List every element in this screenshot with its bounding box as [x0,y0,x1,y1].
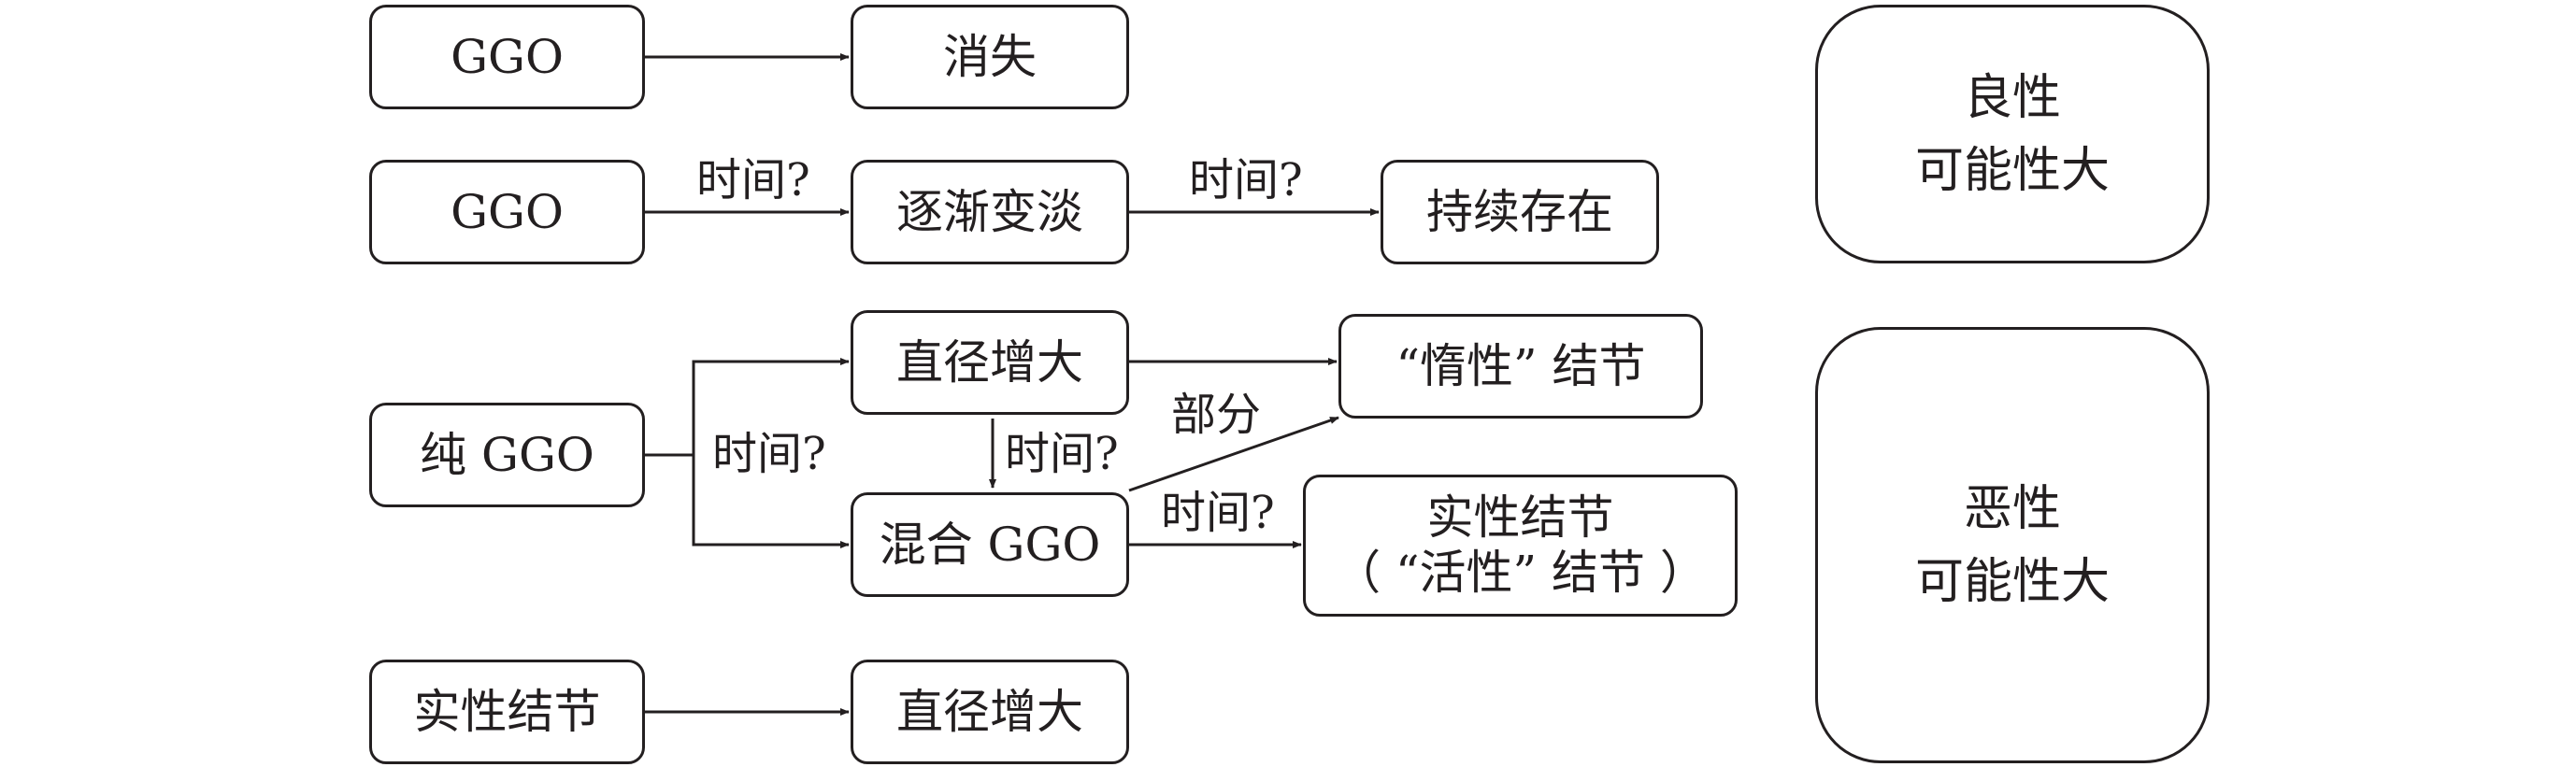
node-label: 直径增大 [896,684,1083,739]
node-malignant-likely: 恶性 可能性大 [1815,327,2210,763]
node-label-line1: 良性 [1963,69,2061,126]
connector-pure-ggo-to-mixed [692,455,850,548]
node-mixed-ggo: 混合 GGO [851,492,1129,597]
edge-label-time: 时间? [1005,428,1119,480]
node-label: 逐渐变淡 [896,184,1083,239]
node-indolent-nodule: “惰性” 结节 [1338,314,1703,419]
node-label: 实性结节 [413,684,601,739]
node-label: 直径增大 [896,334,1083,390]
node-label: “惰性” 结节 [1395,338,1646,393]
edge-label-time: 时间? [1161,487,1275,539]
node-label-line1: 实性结节 [1426,490,1614,545]
node-pure-ggo: 纯 GGO [369,403,645,507]
node-label-line2: （ “活性” 结节 ） [1334,546,1707,600]
node-label: 纯 GGO [420,427,594,482]
node-persist: 持续存在 [1381,160,1659,264]
node-diameter-increase: 直径增大 [851,310,1129,415]
edge-label-time: 时间? [712,428,826,480]
connector-pure-ggo-split [645,358,850,457]
node-label-line1: 恶性 [1963,480,2061,537]
node-ggo-fading: GGO [369,160,645,264]
node-solid-nodule: 实性结节 [369,660,645,764]
node-diameter-increase-solid: 直径增大 [851,660,1129,764]
node-label: GGO [451,184,564,239]
node-label-line2: 可能性大 [1914,142,2110,199]
node-ggo-disappearing: GGO [369,5,645,109]
edge-label-partial: 部分 [1171,389,1262,441]
node-solid-active-nodule: 实性结节 （ “活性” 结节 ） [1303,475,1738,617]
arrow-mixed-to-indolent [1128,416,1339,492]
node-label-line2: 可能性大 [1914,553,2110,610]
node-label: 混合 GGO [879,517,1101,572]
node-disappear: 消失 [851,5,1129,109]
node-gradually-fade: 逐渐变淡 [851,160,1129,264]
node-label: 持续存在 [1426,184,1613,239]
edge-label-time: 时间? [696,154,810,206]
node-label: 消失 [943,29,1037,84]
node-label: GGO [451,29,564,84]
node-benign-likely: 良性 可能性大 [1815,5,2210,263]
edge-label-time: 时间? [1189,154,1303,206]
